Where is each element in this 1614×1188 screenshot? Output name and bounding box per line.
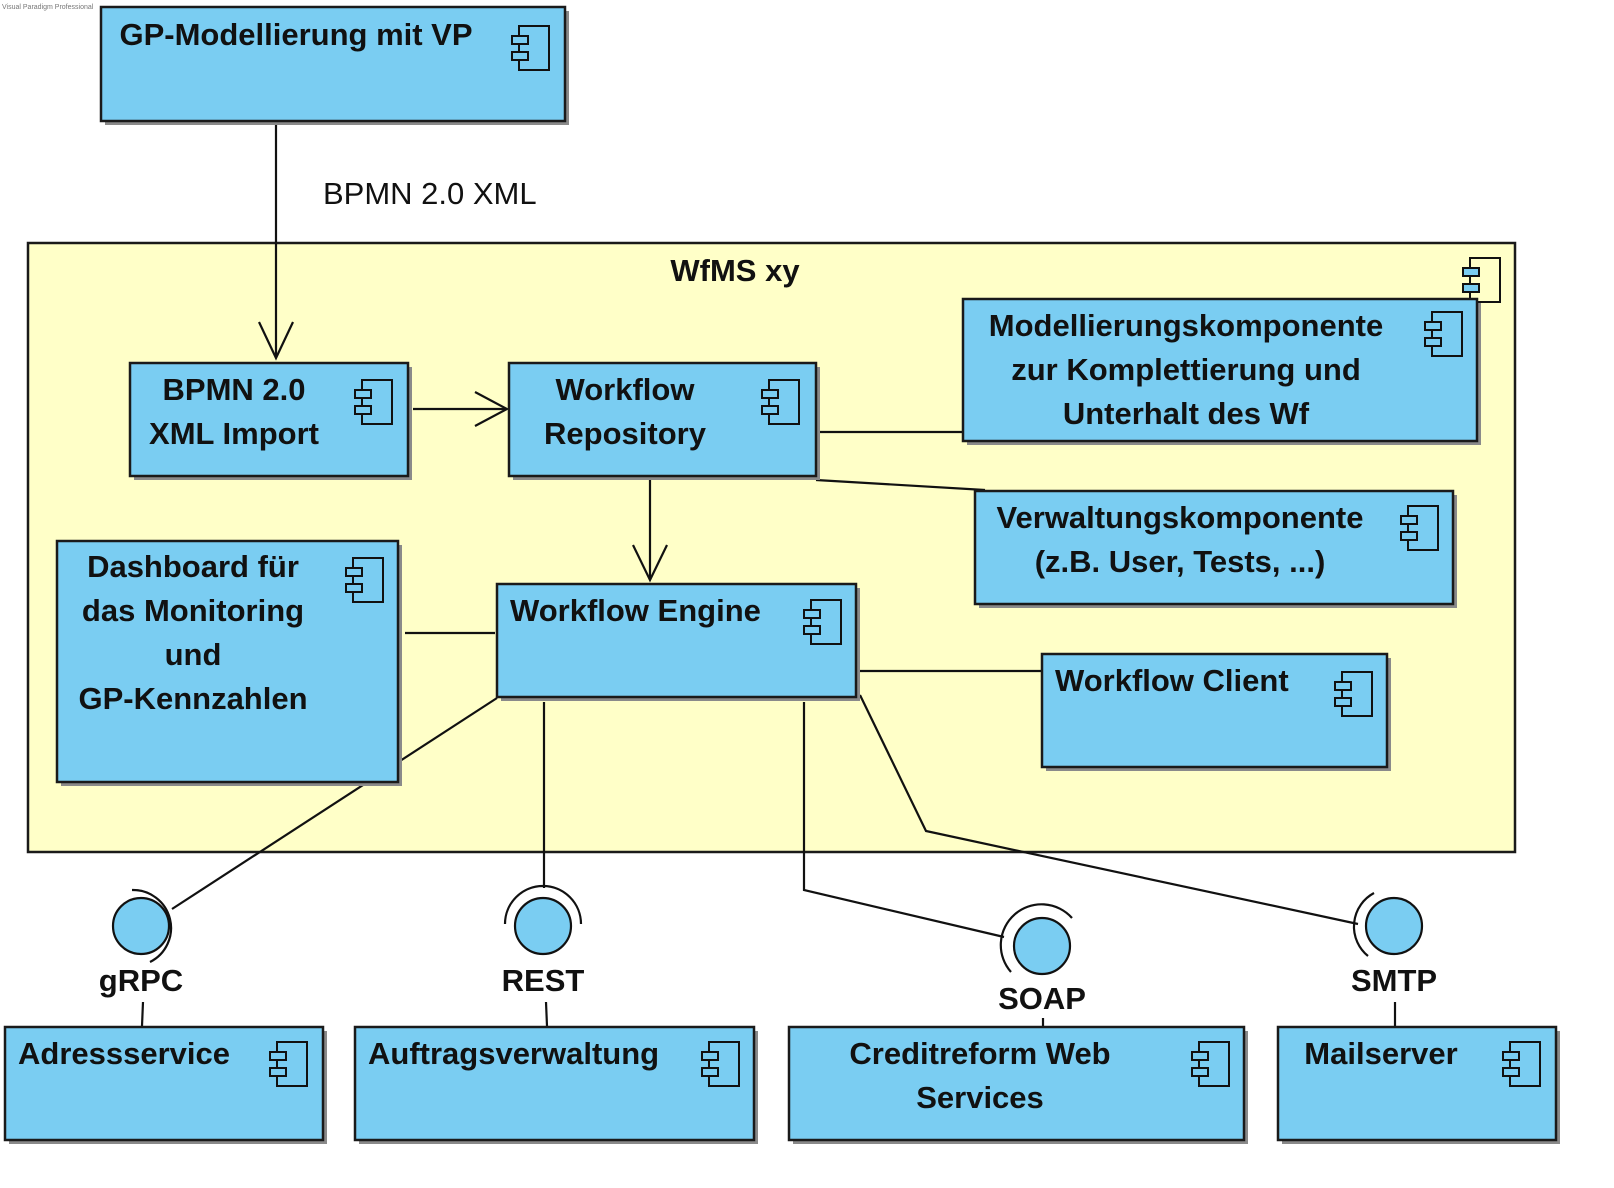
component-label-line: das Monitoring <box>82 593 304 628</box>
component-label-line: Dashboard für <box>87 549 299 584</box>
component-label-line: Repository <box>544 416 707 451</box>
arrowhead <box>632 544 668 583</box>
interface-grpc[interactable]: gRPC <box>99 888 183 998</box>
component-box <box>1040 652 1389 769</box>
component-label-line: Adressservice <box>18 1036 230 1071</box>
component-box <box>55 539 400 784</box>
arrowhead <box>474 391 510 427</box>
component-label-line: Verwaltungskomponente <box>997 500 1364 535</box>
connectors <box>140 123 1397 1027</box>
component-label-line: und <box>165 637 222 672</box>
component-label-line: Modellierungskomponente <box>989 308 1383 343</box>
component-label-line: Workflow Engine <box>510 593 761 628</box>
interface-rest[interactable]: REST <box>502 884 585 998</box>
edge-label-bpmn-xml: BPMN 2.0 XML <box>323 176 537 211</box>
component-icon <box>269 1041 308 1087</box>
interface-label: SOAP <box>998 981 1086 1016</box>
component-icon <box>1191 1041 1230 1087</box>
component-label-line: Creditreform Web <box>849 1036 1110 1071</box>
component-dashboard[interactable]: Dashboard für das Monitoring undGP-Kennzah… <box>55 539 402 786</box>
component-workflow-client[interactable]: Workflow Client <box>1040 652 1391 771</box>
component-modellierungskomponente[interactable]: Modellierungskomponente zur Komplettierun… <box>961 297 1481 445</box>
component-mailserver[interactable]: Mailserver <box>1276 1025 1560 1144</box>
component-box <box>353 1025 756 1142</box>
component-label-line: Unterhalt des Wf <box>1063 396 1310 431</box>
interface-smtp[interactable]: SMTP <box>1351 892 1437 998</box>
component-label-line: zur Komplettierung und <box>1011 352 1361 387</box>
connector-engine-grpc <box>171 697 498 910</box>
arrowhead <box>258 321 294 361</box>
component-label-line: XML Import <box>149 416 319 451</box>
interface-label: SMTP <box>1351 963 1437 998</box>
component-icon <box>354 379 393 425</box>
component-box <box>787 1025 1246 1142</box>
connector-rest-auftragsverwaltung <box>544 1001 549 1027</box>
component-label-line: Mailserver <box>1304 1036 1457 1071</box>
component-box <box>973 489 1455 606</box>
container-title: WfMS xy <box>670 253 800 288</box>
connector-engine-smtp <box>859 694 1359 926</box>
component-icon <box>803 599 842 645</box>
interface-label: REST <box>502 963 585 998</box>
component-icon <box>701 1041 740 1087</box>
watermark: Visual Paradigm Professional <box>2 4 94 11</box>
component-label-line: BPMN 2.0 <box>163 372 306 407</box>
component-box <box>507 361 818 478</box>
component-icon <box>1400 505 1439 551</box>
component-label-line: GP-Modellierung mit VP <box>119 17 472 52</box>
component-icon <box>1424 311 1463 357</box>
component-box <box>495 582 858 699</box>
component-icon <box>1334 671 1373 717</box>
component-box <box>99 5 567 123</box>
component-box <box>3 1025 325 1142</box>
connector-grpc-adressservice <box>140 1001 145 1027</box>
connector-repository-verwaltung <box>815 478 986 492</box>
interface-soap[interactable]: SOAP <box>998 903 1086 1016</box>
component-label-line: Auftragsverwaltung <box>368 1036 659 1071</box>
component-label-line: Workflow Client <box>1055 663 1289 698</box>
component-box <box>961 297 1479 443</box>
component-workflow-engine[interactable]: Workflow Engine <box>495 582 860 701</box>
component-icon <box>1462 257 1501 303</box>
component-auftragsverwaltung[interactable]: Auftragsverwaltung <box>353 1025 758 1144</box>
interface-label: gRPC <box>99 963 183 998</box>
component-label-line: Workflow <box>556 372 696 407</box>
component-label-line: (z.B. User, Tests, ...) <box>1035 544 1326 579</box>
component-adressservice[interactable]: Adressservice <box>3 1025 327 1144</box>
component-label-line: Services <box>916 1080 1044 1115</box>
component-icon <box>761 379 800 425</box>
component-icon <box>511 25 550 71</box>
component-icon <box>1502 1041 1541 1087</box>
component-label-line: GP-Kennzahlen <box>78 681 307 716</box>
connector-engine-soap <box>802 702 1005 939</box>
component-icon <box>345 557 384 603</box>
component-verwaltungskomponente[interactable]: Verwaltungskomponente (z.B. User, Tests, … <box>973 489 1457 608</box>
component-gp-modellierung[interactable]: GP-Modellierung mit VP <box>99 5 569 125</box>
